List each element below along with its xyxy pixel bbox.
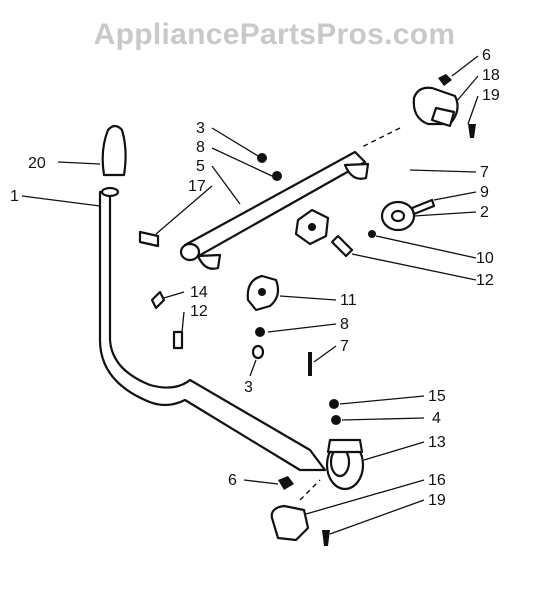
washer-4 — [331, 415, 341, 425]
callout: 11 — [340, 292, 357, 309]
wheel-2-hub — [390, 209, 406, 223]
callout: 8 — [196, 139, 205, 156]
washer-10 — [368, 230, 376, 238]
nut-6-bottom — [278, 476, 294, 490]
callout: 19 — [482, 87, 500, 104]
bottom-bracket-16 — [270, 504, 310, 542]
nut-3-top — [272, 171, 282, 181]
callout: 7 — [480, 164, 489, 181]
callout: 3 — [244, 379, 253, 396]
callout: 12 — [476, 272, 494, 289]
callout: 16 — [428, 472, 446, 489]
nut-3-mid — [251, 344, 265, 360]
callout: 3 — [196, 120, 205, 137]
callout: 12 — [190, 303, 208, 320]
hose-end-cap — [101, 124, 127, 177]
washer-15 — [329, 399, 339, 409]
callout: 2 — [480, 204, 489, 221]
callout: 17 — [188, 178, 206, 195]
callout: 1 — [10, 188, 19, 205]
nut-6-top — [438, 74, 452, 86]
screw-19-top — [468, 124, 476, 138]
callout: 15 — [428, 388, 446, 405]
dash-line-top — [359, 127, 401, 149]
top-bracket-clip — [430, 106, 456, 128]
pivot-hole — [308, 223, 316, 231]
callout: 20 — [28, 155, 46, 172]
caster-fork — [326, 438, 364, 454]
screw-17 — [138, 230, 160, 248]
screw-12-left — [172, 330, 184, 350]
callout: 4 — [432, 410, 441, 427]
screw-19-bottom — [322, 530, 330, 546]
callout: 7 — [340, 338, 349, 355]
hose-top-opening — [100, 186, 120, 198]
callout: 19 — [428, 492, 446, 509]
callout: 6 — [482, 47, 491, 64]
axle-9 — [410, 198, 436, 216]
callout: 14 — [190, 284, 208, 301]
screw-12-right — [330, 234, 354, 258]
hose-tube — [98, 190, 327, 472]
rail-right-bracket — [343, 162, 370, 180]
washer-8-top — [257, 153, 267, 163]
callout: 8 — [340, 316, 349, 333]
rail-left-end — [179, 242, 201, 262]
callout: 10 — [476, 250, 494, 267]
callout: 13 — [428, 434, 446, 451]
nut-8-mid — [255, 327, 265, 337]
site-watermark: AppliancePartsPros.com — [93, 18, 456, 51]
callout: 6 — [228, 472, 237, 489]
callout-labels: 6 18 19 3 8 5 17 20 1 7 9 2 10 12 11 14 … — [10, 47, 500, 509]
leader-lines — [21, 55, 479, 535]
callout: 9 — [480, 184, 489, 201]
callout: 18 — [482, 67, 500, 84]
clamp-screw — [258, 288, 266, 296]
dash-line-bottom — [299, 479, 321, 501]
clip-14 — [150, 290, 166, 310]
pin-7-mid — [308, 352, 312, 376]
callout: 5 — [196, 158, 205, 175]
rail-left-bracket — [196, 253, 222, 270]
